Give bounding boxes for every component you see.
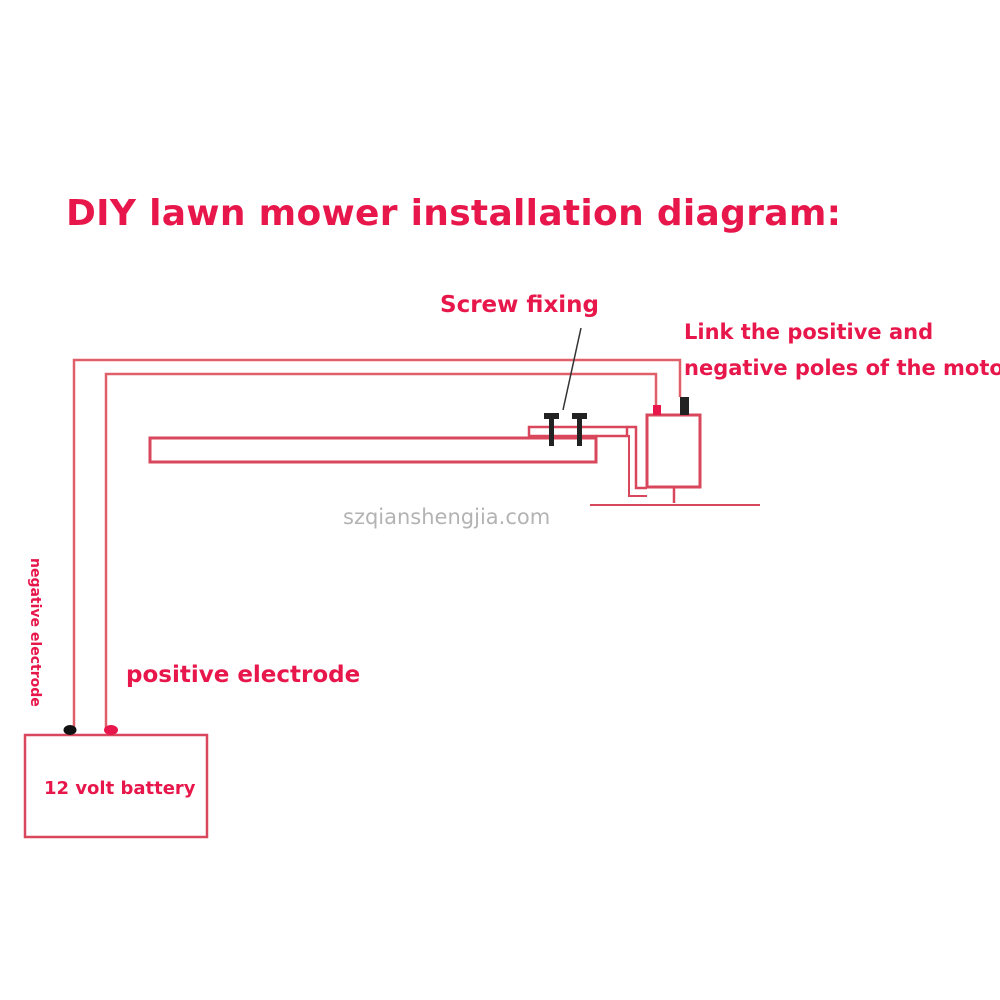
- positive-electrode-label: positive electrode: [126, 662, 361, 688]
- battery-label: 12 volt battery: [44, 778, 196, 799]
- motor: [645, 413, 702, 489]
- screw-fixing-label: Screw fixing: [440, 292, 600, 318]
- battery-negative-terminal: [63, 725, 77, 735]
- diagram-title: DIY lawn mower installation diagram:: [66, 193, 842, 234]
- negative-wire: [72, 358, 682, 730]
- battery-positive-terminal: [104, 725, 118, 735]
- motor-poles-label-line1: Link the positive and: [684, 320, 934, 344]
- motor-shaft: [627, 425, 647, 490]
- negative-electrode-label: negative electrode: [27, 558, 43, 707]
- watermark: szqianshengjia.com: [343, 505, 551, 529]
- positive-wire: [104, 372, 658, 730]
- screw-left: [544, 413, 559, 446]
- motor-poles-label-line2: negative poles of the motor: [684, 356, 1000, 380]
- screw-right: [572, 413, 587, 446]
- screw-pointer-line: [562, 327, 582, 411]
- motor-negative-terminal: [680, 397, 689, 415]
- motor-shaft-inner: [627, 435, 647, 497]
- blade-bar: [148, 436, 598, 464]
- battery: [23, 733, 209, 839]
- motor-positive-terminal: [653, 405, 661, 415]
